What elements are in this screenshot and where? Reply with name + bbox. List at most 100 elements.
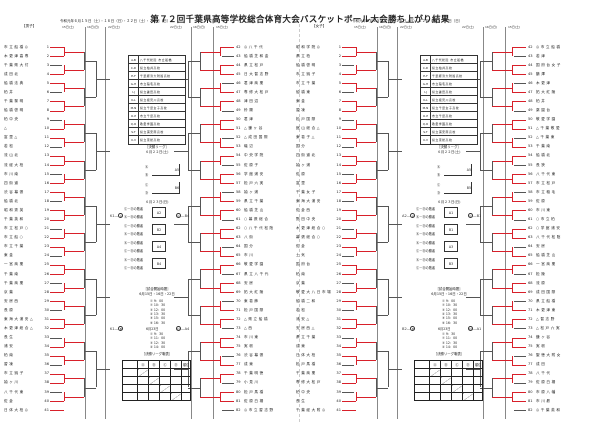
- bracket-line: [50, 128, 64, 130]
- bracket-line: [84, 96, 96, 98]
- team-name: 松戸六実: [244, 180, 265, 185]
- team-seed-number: 35: [336, 353, 341, 358]
- team-entry: 42◎八千代: [236, 45, 281, 50]
- bracket-line: [388, 369, 402, 371]
- bracket-line: [222, 165, 234, 167]
- bracket-line: [220, 74, 234, 76]
- women-day-header-5: 16日(日): [485, 25, 498, 29]
- bracket-line: [512, 183, 526, 185]
- bracket-line: [84, 378, 85, 397]
- team-seed-number: 7: [338, 98, 341, 103]
- bracket-line: [200, 160, 220, 162]
- start-time: ③ 12：30: [442, 340, 458, 345]
- bracket-line: [220, 155, 221, 166]
- team-entry: 61○幕張総合: [236, 217, 281, 222]
- team-name: 柏中央: [4, 117, 20, 122]
- bracket-line: [512, 355, 513, 365]
- bracket-line: [50, 101, 64, 103]
- team-name: 千葉英和: [4, 217, 25, 222]
- team-seed-number: 3: [46, 62, 49, 67]
- bracket-line: [512, 319, 513, 329]
- team-name: 市立船橋◎: [4, 44, 30, 49]
- bracket-line: [200, 378, 201, 397]
- team-entry: 51△鎌ヶ谷: [236, 126, 281, 131]
- bracket-line: [492, 305, 512, 307]
- bracket-line: [514, 382, 526, 384]
- team-seed-number: 14: [44, 162, 49, 167]
- bracket-line: [200, 269, 201, 288]
- bracket-line: [514, 410, 526, 412]
- team-seed-number: 49: [236, 108, 241, 113]
- game-code: A1: [444, 207, 458, 218]
- team-name: 県立松戸: [244, 62, 265, 67]
- team-seed-number: 5: [338, 80, 341, 85]
- team-seed-number: 8: [338, 108, 341, 113]
- team-seed-number: 52: [528, 135, 533, 140]
- bracket-line: [512, 373, 513, 383]
- team-seed-number: 33: [336, 335, 341, 340]
- bracket-line: [492, 124, 493, 143]
- team-name: 成東: [296, 344, 307, 349]
- team-seed-number: 4: [338, 71, 341, 76]
- team-name: 佐原子: [244, 162, 260, 167]
- team-seed-number: 47: [236, 89, 241, 94]
- bracket-line: [512, 92, 526, 94]
- women-league-slot-b: Ⓑ: [437, 173, 441, 177]
- team-seed-number: 48: [236, 98, 241, 103]
- bracket-line: [342, 165, 356, 167]
- team-name: 専修大松戸: [296, 380, 322, 385]
- team-seed-number: 17: [44, 189, 49, 194]
- bracket-line: [480, 278, 481, 315]
- team-seed-number: 69: [528, 289, 533, 294]
- bracket-line: [50, 328, 64, 330]
- women-league-slot-c: Ⓒ: [437, 183, 441, 187]
- team-entry: △10: [4, 126, 49, 131]
- team-entry: 82◎市立習志野: [236, 408, 281, 413]
- team-name: 市川昴: [536, 398, 552, 403]
- team-name: 拓大紅陵: [536, 89, 557, 94]
- team-name: 市立船○: [4, 235, 25, 240]
- bracket-line: [220, 373, 221, 383]
- bracket-line: [64, 264, 65, 274]
- team-name: 国分: [244, 244, 255, 249]
- team-seed-number: 3: [338, 62, 341, 67]
- team-name: 安房西△: [296, 325, 316, 330]
- bracket-line: [512, 292, 526, 294]
- start-time: ④ 14：00: [442, 344, 458, 349]
- bracket-line: [356, 69, 376, 71]
- team-seed-number: 43: [236, 53, 241, 58]
- bracket-line: [188, 96, 200, 98]
- bracket-line: [512, 201, 526, 203]
- bracket-line: [222, 410, 234, 412]
- team-seed-number: 10: [44, 126, 49, 131]
- team-seed-number: 55: [528, 162, 533, 167]
- team-seed-number: 58: [236, 189, 241, 194]
- start-time: ⑤ 15：00: [150, 316, 166, 321]
- team-seed-number: 24: [44, 253, 49, 258]
- team-seed-number: 20: [44, 217, 49, 222]
- bracket-line: [50, 65, 62, 67]
- bracket-line: [512, 74, 526, 76]
